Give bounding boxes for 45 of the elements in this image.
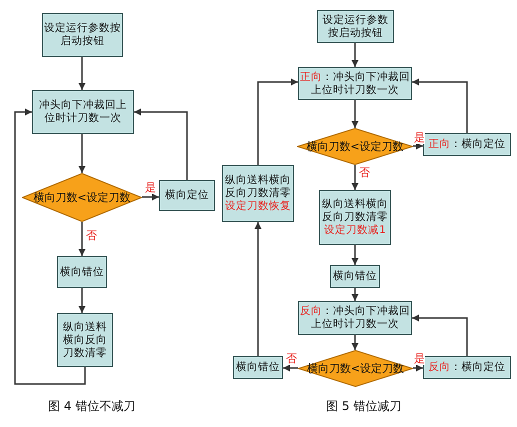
process-box: 纵向送料横向反向刀数清零 设定刀数减1: [319, 190, 391, 245]
arrow: [78, 134, 86, 173]
process-box: 纵向送料横向反向刀数清零: [57, 313, 113, 367]
arrow: [412, 78, 468, 133]
decision-diamond: 横向刀数<设定刀数: [298, 350, 413, 387]
arrow: [352, 335, 358, 350]
arrow: [352, 100, 358, 128]
process-box: 横向错位: [330, 265, 380, 288]
arrow: [352, 43, 358, 67]
edge-label: 否: [286, 353, 297, 365]
arrow: [413, 364, 423, 372]
arrow: [257, 78, 298, 165]
process-box: 横向错位: [57, 256, 107, 288]
edge-label: 否: [86, 230, 97, 242]
arrow: [78, 222, 86, 256]
process-box: 反向：冲头向下冲裁回上位时计刀数一次: [298, 301, 412, 335]
process-box: 横向错位: [233, 356, 283, 379]
arrow: [352, 288, 358, 301]
arrow: [14, 108, 86, 385]
process-box: 正向：冲头向下冲裁回上位时计刀数一次: [298, 67, 412, 100]
edge-label: 是: [145, 182, 156, 194]
figure-caption: 图 4 错位不减刀: [48, 398, 136, 415]
decision-diamond: 横向刀数<设定刀数: [22, 173, 142, 222]
arrow: [254, 222, 262, 356]
arrow: [134, 108, 188, 180]
process-box: 冲头向下冲裁回上位时计刀数一次: [32, 90, 134, 134]
decision-diamond: 横向刀数<设定刀数: [297, 128, 413, 165]
arrow: [412, 314, 468, 356]
process-box: 正向：横向定位: [423, 133, 511, 156]
arrow: [352, 245, 358, 265]
process-box: 设定运行参数按启动按钮: [317, 10, 394, 43]
edge-label: 是: [414, 132, 425, 144]
arrow: [78, 288, 86, 313]
arrow: [352, 165, 358, 190]
process-box: 设定运行参数按启动按钮: [42, 13, 123, 57]
process-box: 纵向送料横向反向刀数清零 设定刀数恢复: [222, 165, 294, 222]
edge-label: 否: [359, 167, 370, 179]
edge-label: 是: [414, 353, 425, 365]
arrow: [78, 57, 86, 90]
arrow: [283, 364, 298, 372]
figure-caption: 图 5 错位减刀: [326, 398, 402, 415]
arrow: [413, 142, 423, 150]
process-box: 横向定位: [159, 180, 215, 211]
arrow: [142, 194, 159, 200]
process-box: 反向：横向定位: [423, 356, 511, 379]
